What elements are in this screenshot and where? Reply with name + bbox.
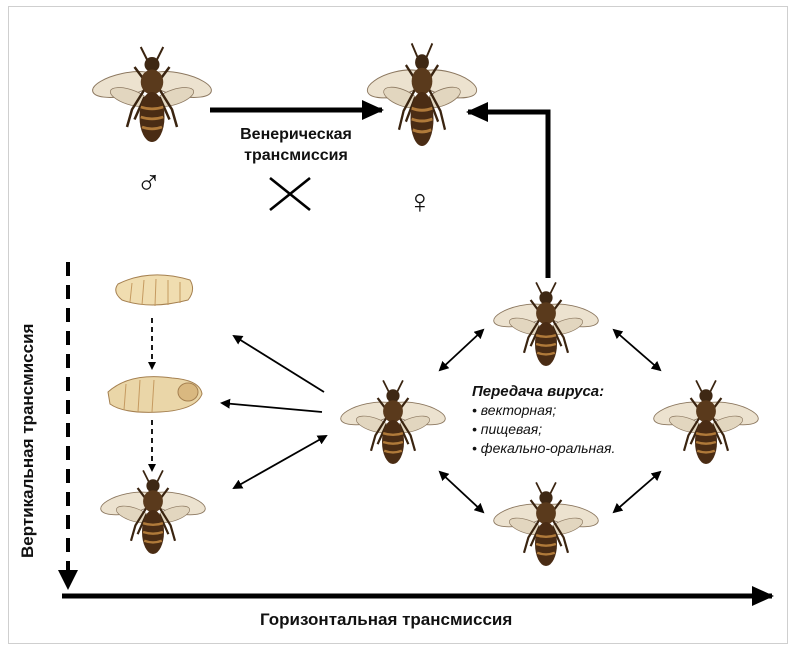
pupa-icon <box>108 377 202 413</box>
virus-transmission-routes: Передача вируса: векторная; пищевая; фек… <box>472 382 615 458</box>
to-adult-arrow <box>234 436 326 488</box>
to-pupa-arrow <box>222 403 322 412</box>
larva-icon <box>116 275 193 306</box>
worker-bee-icon <box>492 282 600 366</box>
worker-bee-icon <box>492 482 600 566</box>
route-item: векторная; <box>472 401 615 420</box>
male-symbol: ♂ <box>136 166 162 200</box>
worker-bee-icon <box>339 380 447 464</box>
transmission-arrow <box>614 472 660 512</box>
horizontal-transmission-label: Горизонтальная трансмиссия <box>260 610 512 630</box>
transmission-arrow <box>440 330 483 370</box>
drone-bee-icon <box>90 47 213 142</box>
transmission-arrow <box>440 472 483 512</box>
transmission-arrow <box>614 330 660 370</box>
worker-bee-icon <box>99 470 207 554</box>
female-symbol: ♀ <box>407 185 433 219</box>
worker-bee-icon <box>652 380 760 464</box>
route-item: пищевая; <box>472 420 615 439</box>
vertical-axis-arrowhead <box>58 570 78 590</box>
queen-bee-icon <box>365 43 478 146</box>
venereal-transmission-label: Венерическая трансмиссия <box>226 124 366 166</box>
routes-title: Передача вируса: <box>472 382 615 401</box>
worker-to-queen-arrow <box>468 112 548 278</box>
route-item: фекально-оральная. <box>472 439 615 458</box>
vertical-transmission-label: Вертикальная трансмиссия <box>18 324 38 558</box>
cross-icon <box>270 178 310 210</box>
to-larva-arrow <box>234 336 324 392</box>
